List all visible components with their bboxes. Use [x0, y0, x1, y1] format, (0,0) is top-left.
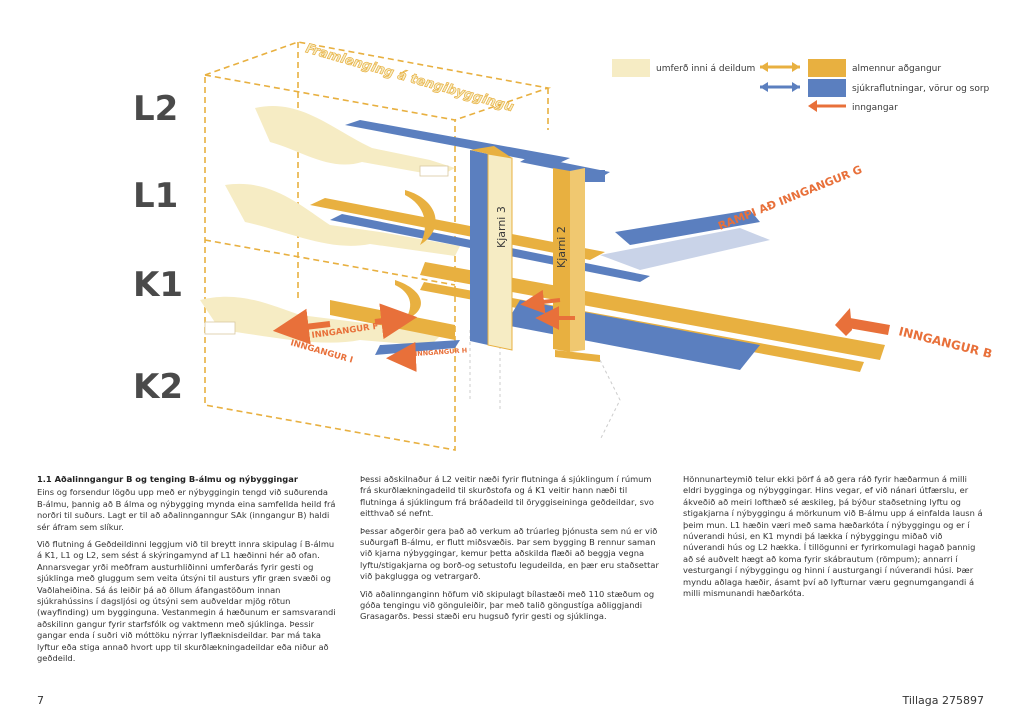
core-3-label: Kjarni 3	[495, 206, 508, 248]
col1-paragraph-1: Eins og forsendur lögðu upp með er nýbyg…	[37, 487, 336, 532]
core-2-label: Kjarni 2	[555, 226, 568, 268]
legend-arrow-public-icon	[760, 62, 800, 72]
level-label-k2: K2	[133, 367, 183, 407]
legend-ward-text: umferð inni á deildum	[656, 64, 755, 74]
legend-swatch-ward	[612, 59, 650, 77]
legend-arrow-logistics-icon	[760, 82, 800, 92]
legend-swatch-public	[808, 59, 846, 77]
entrance-b-label: INNGANGUR B	[897, 324, 993, 361]
section-heading: 1.1 Aðalinngangur B og tenging B-álmu og…	[37, 474, 298, 484]
legend-entrance-text: inngangar	[852, 103, 898, 113]
level-l2-floor	[255, 106, 610, 178]
circulation-diagram: umferð inni á deildum almennur aðgangur …	[133, 41, 994, 451]
entrance-b-arrow-icon	[835, 308, 890, 336]
entrance-h-arrow-icon	[386, 341, 417, 372]
col2-paragraph-1: Þessi aðskilnaður á L2 veitir næði fyrir…	[360, 474, 654, 519]
legend: umferð inni á deildum almennur aðgangur …	[612, 59, 990, 113]
ramp-label: RAMPI AÐ INNGANGUR G	[716, 163, 864, 233]
proposal-id: Tillaga 275897	[902, 694, 984, 707]
col3-paragraph-1: Hönnunarteymið telur ekki þörf á að gera…	[683, 474, 983, 599]
extension-box	[204, 41, 552, 451]
legend-logistics-text: sjúkraflutningar, vörur og sorp	[852, 84, 990, 94]
col2-paragraph-3: Við aðalinnganginn höfum við skipulagt b…	[360, 588, 655, 622]
text-column-2: Þessi aðskilnaður á L2 veitir næði fyrir…	[360, 474, 660, 629]
legend-arrow-entrance-icon	[808, 100, 846, 112]
text-column-1: 1.1 Aðalinngangur B og tenging B-álmu og…	[37, 474, 337, 671]
entrance-h-label: INNGANGUR H	[415, 346, 468, 358]
legend-swatch-logistics	[808, 79, 846, 97]
level-label-l1: L1	[133, 176, 178, 216]
legend-public-text: almennur aðgangur	[852, 64, 941, 74]
entrance-f-arrow-icon	[272, 303, 418, 345]
level-label-k1: K1	[133, 265, 183, 305]
extension-label: Framlenging á tengibyggingu	[304, 41, 515, 115]
text-column-3: Hönnunarteymið telur ekki þörf á að gera…	[683, 474, 983, 605]
core-3	[470, 146, 513, 351]
page-number: 7	[37, 694, 44, 707]
col2-paragraph-2: Þessar aðgerðir gera það að verkum að tr…	[360, 525, 659, 582]
connector-arrows-icon	[520, 289, 575, 330]
level-label-l2: L2	[133, 89, 178, 129]
col1-paragraph-2: Við flutning á Geðdeildinni leggjum við …	[37, 539, 336, 664]
